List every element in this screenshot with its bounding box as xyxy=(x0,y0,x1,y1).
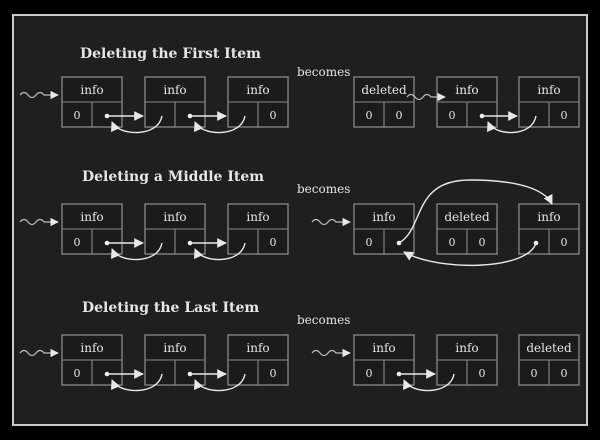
node-middle-before-1: info 0 xyxy=(61,203,123,255)
becomes-label-first: becomes xyxy=(297,65,350,79)
node-info-label: deleted xyxy=(444,210,490,224)
prev-pointer-arrow xyxy=(193,373,246,392)
node-last-before-2: info xyxy=(144,334,206,386)
node-info-label: info xyxy=(455,341,478,355)
node-info-label: info xyxy=(246,210,269,224)
node-next-pointer-value: 0 xyxy=(561,109,568,122)
links-layer xyxy=(19,90,553,392)
node-info-label: info xyxy=(372,210,395,224)
head-pointer-squiggle xyxy=(311,348,351,358)
prev-pointer-arrow xyxy=(110,373,163,392)
node-info-label: info xyxy=(163,210,186,224)
section-title-last: Deleting the Last Item xyxy=(82,300,259,316)
node-info-label: info xyxy=(163,83,186,97)
node-info-label: info xyxy=(163,341,186,355)
node-info-label: info xyxy=(80,210,103,224)
prev-pointer-arrow xyxy=(486,115,537,134)
node-middle-after-2: deleted 0 0 xyxy=(436,203,498,255)
node-last-before-1: info 0 xyxy=(61,334,123,386)
prev-pointer-arrow xyxy=(402,373,455,392)
node-prev-pointer-value: 0 xyxy=(366,367,373,380)
node-next-pointer-value: 0 xyxy=(270,367,277,380)
node-middle-before-2: info xyxy=(144,203,206,255)
becomes-label-last: becomes xyxy=(297,313,350,327)
node-info-label: info xyxy=(455,83,478,97)
prev-pointer-arrow xyxy=(403,242,537,267)
node-prev-pointer-value: 0 xyxy=(449,109,456,122)
node-prev-pointer-value: 0 xyxy=(74,236,81,249)
node-next-pointer-value: 0 xyxy=(270,236,277,249)
node-info-label: info xyxy=(372,341,395,355)
node-first-after-1: deleted 0 0 xyxy=(353,76,415,128)
node-first-after-2: info 0 xyxy=(436,76,498,128)
node-prev-pointer-value: 0 xyxy=(366,109,373,122)
node-prev-pointer-value: 0 xyxy=(74,367,81,380)
node-last-after-3: deleted 0 0 xyxy=(518,334,580,386)
node-next-pointer-value: 0 xyxy=(561,367,568,380)
head-pointer-squiggle xyxy=(19,217,59,227)
prev-pointer-arrow xyxy=(110,115,163,134)
head-pointer-squiggle xyxy=(19,90,59,100)
node-next-pointer-value: 0 xyxy=(561,236,568,249)
node-info-label: deleted xyxy=(526,341,572,355)
node-last-after-1: info 0 xyxy=(353,334,415,386)
head-pointer-squiggle xyxy=(406,92,446,102)
prev-pointer-arrow xyxy=(110,242,163,261)
node-info-label: info xyxy=(537,210,560,224)
node-info-label: info xyxy=(80,341,103,355)
node-next-pointer-value: 0 xyxy=(270,109,277,122)
prev-pointer-arrow xyxy=(193,242,246,261)
node-next-pointer-value: 0 xyxy=(479,367,486,380)
node-info-label: deleted xyxy=(361,83,407,97)
prev-pointer-arrow xyxy=(193,115,246,134)
section-title-middle: Deleting a Middle Item xyxy=(82,169,264,185)
next-pointer-arrow xyxy=(398,179,553,244)
node-info-label: info xyxy=(246,83,269,97)
head-pointer-squiggle xyxy=(311,217,351,227)
node-next-pointer-value: 0 xyxy=(479,236,486,249)
head-pointer-squiggle xyxy=(19,348,59,358)
node-middle-after-1: info 0 xyxy=(353,203,415,255)
node-next-pointer-value: 0 xyxy=(396,109,403,122)
node-prev-pointer-value: 0 xyxy=(531,367,538,380)
node-prev-pointer-value: 0 xyxy=(74,109,81,122)
node-first-before-1: info 0 xyxy=(61,76,123,128)
becomes-label-middle: becomes xyxy=(297,182,350,196)
node-prev-pointer-value: 0 xyxy=(366,236,373,249)
node-info-label: info xyxy=(80,83,103,97)
section-title-first: Deleting the First Item xyxy=(80,46,261,62)
node-first-before-2: info xyxy=(144,76,206,128)
node-info-label: info xyxy=(537,83,560,97)
node-prev-pointer-value: 0 xyxy=(449,236,456,249)
node-info-label: info xyxy=(246,341,269,355)
